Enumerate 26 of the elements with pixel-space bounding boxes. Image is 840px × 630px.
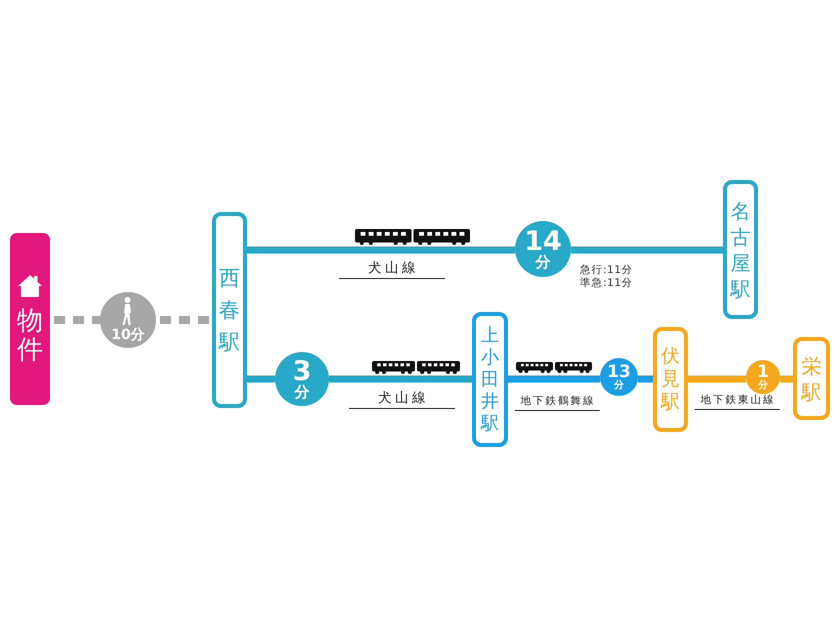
property-label: 物件 xyxy=(17,307,43,365)
route-line xyxy=(329,376,472,382)
route-line xyxy=(247,246,516,254)
line-name: 地下鉄東山線 xyxy=(694,394,780,410)
station-box: 名古屋駅 xyxy=(723,180,758,319)
duration-text: 10分 xyxy=(111,328,145,342)
line-name: 地下鉄鶴舞線 xyxy=(514,395,600,411)
travel-time-circle: 1分 xyxy=(746,360,780,394)
station-box: 西春駅 xyxy=(212,212,247,408)
time-note: 急行:11分 xyxy=(580,264,633,277)
station-box: 伏見駅 xyxy=(653,327,688,432)
route-line xyxy=(780,376,793,382)
line-name: 犬山線 xyxy=(339,260,445,280)
route-line xyxy=(508,376,600,382)
route-line xyxy=(247,376,275,382)
property-box xyxy=(10,233,50,405)
station-box: 栄駅 xyxy=(793,337,830,420)
route-line xyxy=(570,246,723,254)
route-line xyxy=(688,376,746,382)
travel-time-circle: 14分 xyxy=(515,221,571,277)
route-line xyxy=(638,376,653,382)
travel-time-circle: 13分 xyxy=(600,358,638,396)
time-note: 準急:11分 xyxy=(580,277,633,290)
travel-time-circle: 3分 xyxy=(275,352,329,406)
station-box: 上小田井駅 xyxy=(472,312,508,447)
line-name: 犬山線 xyxy=(349,390,455,410)
